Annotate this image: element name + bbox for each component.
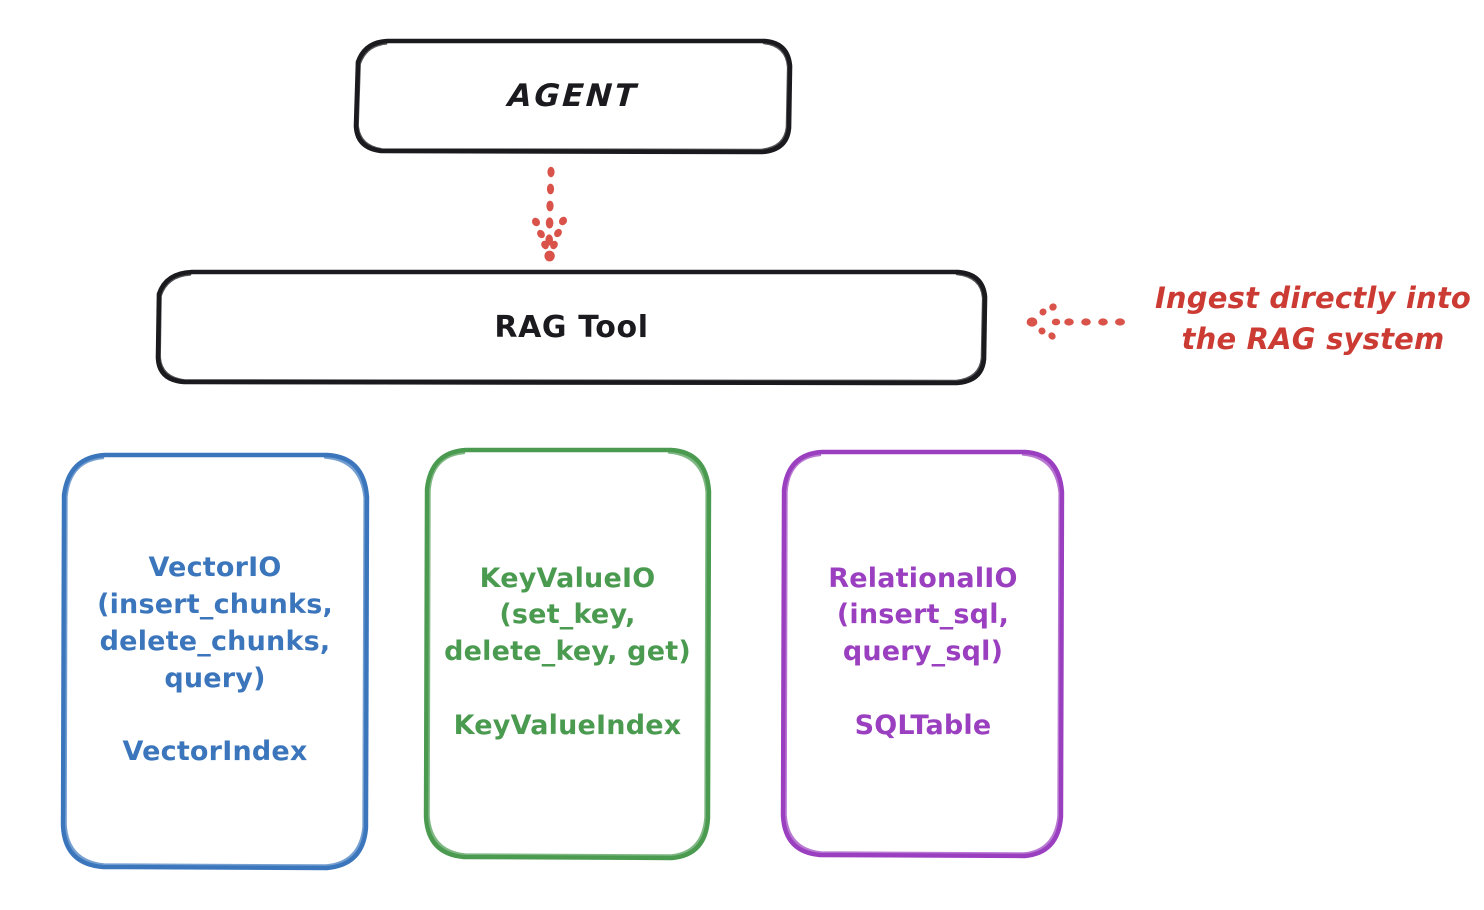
ingest-note-label: Ingest directly into the RAG system [1154,281,1472,356]
relational-io-box-outline[interactable] [780,449,1065,859]
key-value-io-node[interactable]: KeyValueIO (set_key, delete_key, get) Ke… [426,447,709,858]
rag-tool-box-outline[interactable] [155,269,988,386]
relational-io-label: RelationalIO (insert_sql, query_sql) SQL… [828,562,1018,741]
vector-io-label: VectorIO (insert_chunks, delete_chunks, … [97,552,333,767]
ingest-note-arrow [1026,303,1125,340]
relational-io-node[interactable]: RelationalIO (insert_sql, query_sql) SQL… [783,449,1063,856]
rag-tool-node[interactable]: RAG Tool [157,271,986,384]
vector-io-node[interactable]: VectorIO (insert_chunks, delete_chunks, … [62,452,368,869]
rag-tool-label: RAG Tool [494,310,649,345]
agent-label: AGENT [506,78,640,115]
agent-box-outline[interactable] [353,38,793,155]
agent-to-rag-tool-arrow [531,166,568,262]
key-value-io-box-outline[interactable] [423,447,712,861]
key-value-io-label: KeyValueIO (set_key, delete_key, get) Ke… [444,562,691,741]
agent-node[interactable]: AGENT [355,40,791,153]
vector-io-box-outline[interactable] [60,452,370,871]
